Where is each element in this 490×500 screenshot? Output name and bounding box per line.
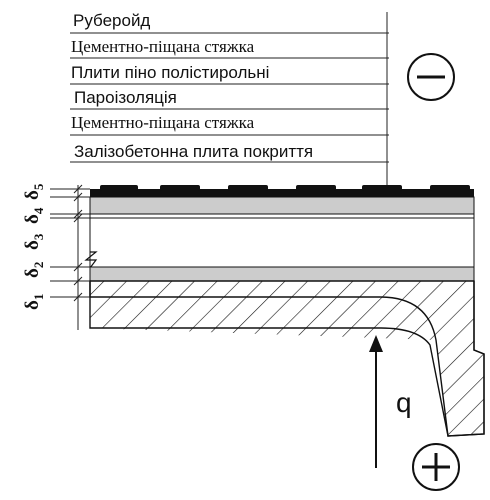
svg-text:δ2: δ2 — [22, 262, 46, 278]
delta-2-symbol: δ2 — [22, 262, 46, 278]
concrete-slab-outline — [89, 281, 485, 437]
layer-label-roofing: Руберойд — [73, 11, 150, 30]
layer-label-vapor-barrier: Пароізоляція — [74, 88, 177, 107]
layer-label-table — [70, 32, 389, 163]
svg-text:δ5: δ5 — [22, 183, 46, 200]
layer-label-polystyrene: Плити піно полістирольні — [71, 63, 269, 82]
heat-flow-arrow — [369, 335, 383, 468]
break-line-symbol — [84, 251, 98, 269]
upper-screed-layer — [89, 196, 475, 215]
lower-screed-layer — [89, 266, 475, 282]
delta-1-symbol: δ1 — [22, 294, 46, 310]
layer-labels: Руберойд Цементно-піщана стяжка Плити пі… — [71, 11, 313, 161]
svg-text:δ1: δ1 — [22, 294, 46, 310]
membrane-layer — [89, 213, 475, 219]
svg-text:δ4: δ4 — [22, 207, 46, 224]
inside-plus-sign — [412, 443, 460, 491]
delta-4-symbol: δ4 — [22, 207, 46, 224]
svg-text:δ3: δ3 — [22, 233, 46, 250]
concrete-slab-lower — [90, 297, 436, 340]
insulation-layer — [89, 217, 475, 268]
layer-label-screed-bottom: Цементно-піщана стяжка — [71, 113, 255, 132]
heat-flow-label: q — [396, 387, 412, 418]
layer-label-slab: Залізобетонна плита покриття — [74, 142, 313, 161]
roofing-layer — [90, 185, 474, 197]
delta-3-symbol: δ3 — [22, 233, 46, 250]
outside-minus-sign — [407, 53, 455, 101]
delta-5-symbol: δ5 — [22, 183, 46, 200]
thickness-dimension-lines — [50, 184, 90, 330]
thickness-symbols: δ1 δ2 δ3 δ4 δ5 — [22, 183, 46, 310]
layer-label-screed-top: Цементно-піщана стяжка — [71, 37, 255, 56]
